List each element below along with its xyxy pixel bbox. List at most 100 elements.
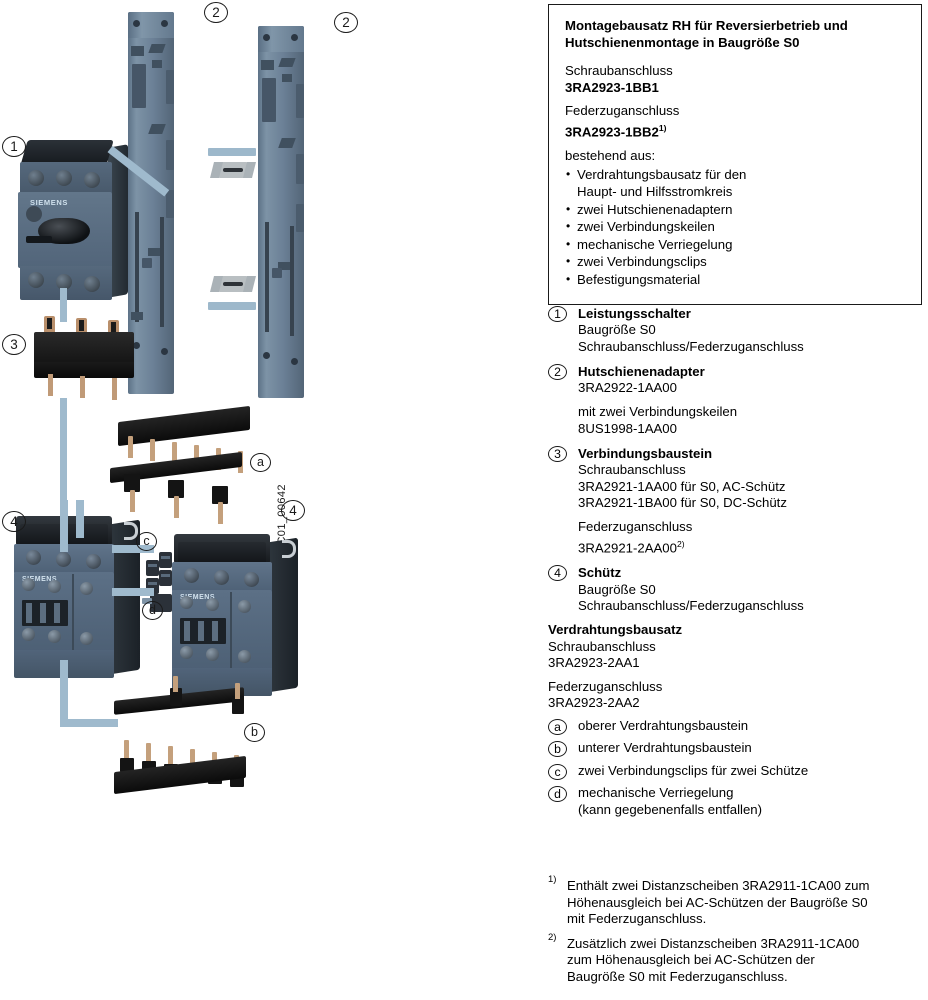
numbered-legend: 1 Leistungsschalter Baugröße S0 Schrauba… (548, 306, 922, 623)
legend-line: Baugröße S0 (578, 322, 656, 338)
adapter-tab (282, 74, 292, 82)
legend-line: mit zwei Verbindungskeilen (578, 404, 738, 420)
contactor-mounting-hook (124, 522, 138, 540)
wiring-pin (235, 683, 240, 699)
callout-lower-wiring: b (244, 723, 265, 742)
contactor-screw (180, 596, 193, 609)
legend-order-number: 3RA2921-2AA00 (578, 539, 677, 555)
contactor-screw (206, 598, 219, 611)
legend-line: 3RA2921-1AA00 für S0, AC-Schütz (578, 478, 786, 494)
callout-clips: c (136, 532, 157, 551)
legend-line: Federzuganschluss (578, 519, 693, 535)
list-item: Befestigungsmaterial (565, 271, 905, 289)
spring-order-number: 3RA2923-1BB2 (565, 124, 659, 140)
callout-contactor-left: 4 (2, 511, 26, 532)
footnote-marker-2: 2) (548, 931, 557, 943)
connecting-wedge-upper (208, 148, 256, 156)
adapter-hole (263, 34, 270, 41)
legend-line: 3RA2921-1BA00 für S0, DC-Schütz (578, 494, 787, 510)
connecting-wedge-lower (208, 302, 256, 310)
contactor-terminal (26, 550, 41, 565)
wiring-pin (128, 436, 133, 458)
adapter-perforation-strip (135, 212, 139, 322)
wiring-spring-label: Federzuganschluss (548, 678, 663, 694)
adapter-tab (131, 46, 144, 56)
breaker-knob-lever (26, 236, 52, 243)
contactor-screw (22, 628, 35, 641)
wiring-bar (118, 405, 250, 447)
adapter-notch (166, 70, 174, 104)
adapter-notch (296, 84, 304, 118)
adapter-tab (152, 60, 162, 68)
footnote-ref-1: 1) (658, 122, 667, 133)
letter-marker-b: b (548, 741, 567, 757)
wiring-spring-order: 3RA2923-2AA2 (548, 695, 640, 710)
letter-item-b: b unterer Verdrahtungsbaustein (548, 740, 922, 757)
wiring-pin (173, 676, 178, 692)
callout-adapter-top-right: 2 (334, 12, 358, 33)
wiring-foot (168, 480, 184, 498)
wiring-pin (218, 502, 223, 524)
siemens-logo: SIEMENS (180, 594, 216, 601)
module-contact-prong (44, 316, 55, 336)
assembly-guide-line (60, 288, 67, 322)
legend-line-with-footnote: 3RA2921-2AA002) (578, 536, 922, 557)
wiring-pin (172, 442, 177, 464)
adapter-hole (161, 348, 168, 355)
list-item-text: zwei Verbindungsclips (577, 254, 707, 270)
screw-connection-order: 3RA2923-1BB1 (565, 79, 659, 95)
adapter-slot (132, 64, 146, 108)
spring-connection-label: Federzuganschluss (565, 103, 680, 119)
connecting-clip-lower (217, 276, 249, 292)
adapter-slot (272, 268, 282, 278)
adapter-tab (278, 58, 296, 67)
footnote-line: Enthält zwei Distanzscheiben 3RA2911-1CA… (567, 878, 870, 893)
assembly-guide-line (60, 660, 68, 726)
callout-interlock: d (142, 601, 163, 620)
contactor-screw (206, 648, 219, 661)
adapter-tab (278, 138, 296, 148)
assembly-guide-line (60, 719, 118, 727)
letter-item-c: c zwei Verbindungsclips für zwei Schütze (548, 763, 922, 780)
siemens-logo: SIEMENS (30, 198, 68, 207)
letter-item-a: a oberer Verdrahtungsbaustein (548, 718, 922, 735)
module-pin (112, 378, 117, 400)
module-pin (80, 376, 85, 398)
wiring-foot (212, 486, 228, 504)
contactor-screw (238, 650, 251, 663)
adapter-notch (166, 140, 174, 170)
din-rail-adapter-right (258, 26, 304, 398)
legend-line: Schraubanschluss/Federzuganschluss (578, 338, 804, 354)
info-box-title-line2: Hutschienenmontage in Baugröße S0 (565, 34, 800, 50)
contactor-indicator-window (180, 618, 226, 644)
adapter-hole (291, 34, 298, 41)
footnote-ref-2: 2) (676, 538, 685, 549)
list-item: mechanische Verriegelung (565, 236, 905, 254)
callout-breaker: 1 (2, 136, 26, 157)
contactor-indicator-window (22, 600, 68, 626)
connecting-clip-part (159, 552, 172, 568)
breaker-adjustment-dial (26, 206, 42, 222)
legend-line: 3RA2922-1AA00 (578, 380, 677, 396)
assembly-guide-line (60, 500, 68, 552)
callout-upper-wiring: a (250, 453, 271, 472)
letter-text-a: oberer Verdrahtungsbaustein (578, 717, 749, 733)
consists-of-label: bestehend aus: (565, 147, 656, 163)
letter-text-b: unterer Verdrahtungsbaustein (578, 740, 752, 755)
letter-text-d-cont: (kann gegebenenfalls entfallen) (578, 801, 763, 817)
footnote-1: 1) Enthält zwei Distanzscheiben 3RA2911-… (548, 874, 926, 928)
breaker-terminal-screw (28, 272, 44, 288)
breaker-terminal-screw (28, 170, 44, 186)
adapter-slot (262, 78, 276, 122)
legend-marker-4: 4 (548, 565, 567, 582)
legend-title-3: Verbindungsbaustein (578, 446, 713, 462)
contactor-screw (80, 582, 93, 595)
module-pin (48, 374, 53, 396)
legend-marker-3: 3 (548, 446, 567, 463)
list-item: zwei Verbindungskeilen (565, 218, 905, 236)
letter-item-d: d mechanische Verriegelung (kann gegeben… (548, 785, 922, 818)
assembly-guide-line (112, 545, 154, 553)
contactor-screw (48, 630, 61, 643)
contactor-terminal (56, 552, 71, 567)
